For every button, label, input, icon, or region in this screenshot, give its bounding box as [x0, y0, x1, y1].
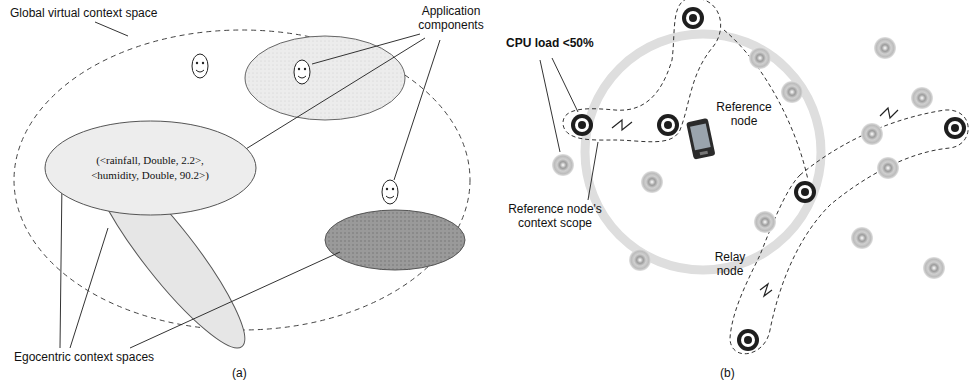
panel-letter: (a)	[232, 366, 247, 380]
component-callout: Application components	[408, 4, 494, 32]
panel-letter: (b)	[720, 366, 735, 380]
space-callout: Egocentric context spaces	[14, 350, 154, 364]
cpu-callout: CPU load <50%	[506, 36, 594, 50]
context-ellipse: (<rainfall, Double, 2.2>, <humidity, Dou…	[44, 120, 257, 216]
ellipse-outline	[44, 120, 257, 216]
node-callout: Reference node	[713, 100, 775, 128]
context-tuple: (<rainfall, Double, 2.2>, <humidity, Dou…	[80, 153, 220, 183]
node-callout: Relay node	[710, 250, 750, 278]
space-title: Global virtual context space	[10, 6, 157, 20]
scope-callout: Reference node's context scope	[500, 202, 610, 230]
